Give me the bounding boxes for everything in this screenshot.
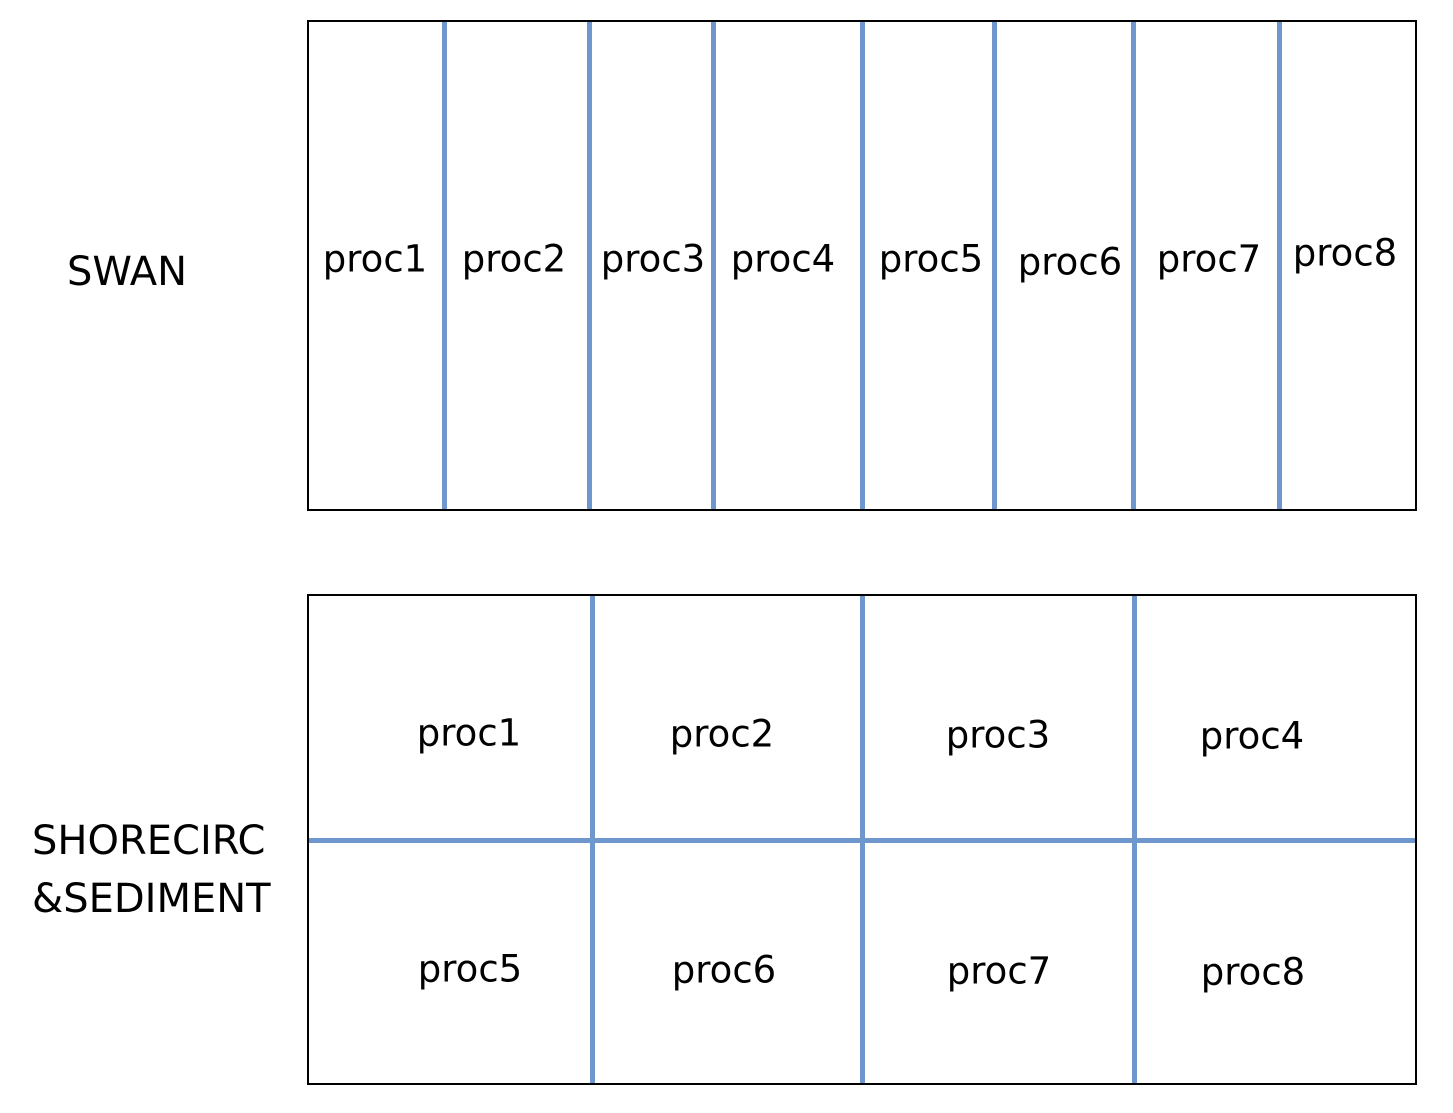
shorecirc-label-line2: &SEDIMENT	[32, 876, 271, 922]
swan-divider	[441, 22, 447, 509]
swan-cell-proc3: proc3	[600, 237, 706, 281]
shorecirc-label: SHORECIRC &SEDIMENT	[32, 812, 271, 928]
shorecirc-label-line1: SHORECIRC	[32, 818, 266, 864]
swan-divider	[991, 22, 997, 509]
shorecirc-cell-proc2: proc2	[669, 712, 775, 756]
swan-divider	[859, 22, 865, 509]
shorecirc-cell-proc3: proc3	[945, 713, 1051, 757]
shorecirc-cell-proc1: proc1	[416, 711, 522, 755]
swan-divider	[586, 22, 592, 509]
swan-cell-proc1: proc1	[322, 237, 428, 281]
swan-cell-proc2: proc2	[461, 237, 567, 281]
swan-label: SWAN	[67, 245, 187, 299]
swan-cell-proc4: proc4	[730, 237, 836, 281]
shorecirc-cell-proc5: proc5	[417, 947, 523, 991]
swan-label-text: SWAN	[67, 249, 188, 295]
shorecirc-cell-proc8: proc8	[1200, 950, 1306, 994]
swan-divider	[1276, 22, 1282, 509]
shorecirc-cell-proc4: proc4	[1199, 714, 1305, 758]
swan-divider	[1130, 22, 1136, 509]
swan-cell-proc5: proc5	[878, 237, 984, 281]
swan-divider	[710, 22, 716, 509]
swan-cell-proc6: proc6	[1017, 240, 1123, 284]
shorecirc-row-divider	[309, 837, 1415, 843]
shorecirc-cell-proc7: proc7	[946, 949, 1052, 993]
swan-cell-proc7: proc7	[1156, 237, 1262, 281]
shorecirc-domain-grid: proc1 proc2 proc3 proc4 proc5 proc6 proc…	[307, 594, 1417, 1085]
swan-cell-proc8: proc8	[1292, 231, 1398, 275]
shorecirc-cell-proc6: proc6	[671, 948, 777, 992]
swan-domain-grid: proc1 proc2 proc3 proc4 proc5 proc6 proc…	[307, 20, 1417, 511]
